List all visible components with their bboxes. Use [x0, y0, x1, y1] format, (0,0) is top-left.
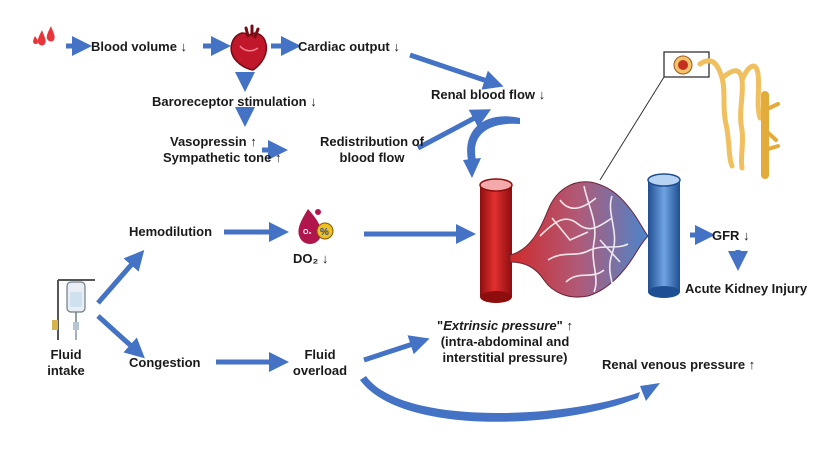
- extrinsic-pressure-line3: interstitial pressure): [442, 350, 568, 365]
- renal-blood-flow-label: Renal blood flow ↓: [431, 87, 546, 102]
- extrinsic-pressure-label: "Extrinsic pressure" ↑: [420, 318, 590, 333]
- extrinsic-pressure-line2: (intra-abdominal and: [440, 334, 570, 349]
- cardiac-output-label: Cardiac output ↓: [298, 39, 400, 54]
- renal-venous-pressure-label: Renal venous pressure ↑: [602, 357, 756, 372]
- fluid-overload-label-line1: Fluid: [304, 347, 336, 362]
- o2-glyph: O₂: [303, 229, 312, 236]
- flow-arrows: [66, 36, 748, 372]
- sympathetic-tone-label: Sympathetic tone ↑: [163, 150, 282, 165]
- hemodilution-label: Hemodilution: [129, 224, 213, 239]
- capillary-network: [509, 181, 649, 298]
- afferent-artery: [479, 178, 513, 303]
- redistribution-label-line2: blood flow: [339, 150, 405, 165]
- vasopressin-label: Vasopressin ↑: [170, 134, 257, 149]
- iv-bag-icon: [52, 279, 95, 340]
- do2-label: DO₂ ↓: [293, 251, 329, 266]
- efferent-vein: [647, 173, 681, 298]
- fluid-intake-label-line2: intake: [47, 363, 85, 378]
- fluid-intake-label-line1: Fluid: [50, 347, 82, 362]
- curved-arrows: [360, 116, 660, 422]
- fluid-overload-label-line2: overload: [292, 363, 348, 378]
- gfr-label: GFR ↓: [712, 228, 750, 243]
- redistribution-label-line1: Redistribution of: [320, 134, 424, 149]
- congestion-label: Congestion: [129, 355, 201, 370]
- extrinsic-quote-close: " ↑: [556, 318, 573, 333]
- aki-label: Acute Kidney Injury: [685, 281, 808, 296]
- blood-drops-icon: [33, 26, 55, 46]
- oxygen-delivery-icon: O₂ %: [298, 209, 334, 244]
- extrinsic-quote-open: ": [437, 318, 444, 333]
- blood-volume-label: Blood volume ↓: [91, 39, 188, 54]
- percent-glyph: %: [320, 227, 329, 238]
- heart-icon: [230, 24, 268, 71]
- extrinsic-pressure-italic: Extrinsic pressure: [443, 318, 557, 333]
- nephron-inset: [599, 51, 780, 181]
- baroreceptor-label: Baroreceptor stimulation ↓: [152, 94, 317, 109]
